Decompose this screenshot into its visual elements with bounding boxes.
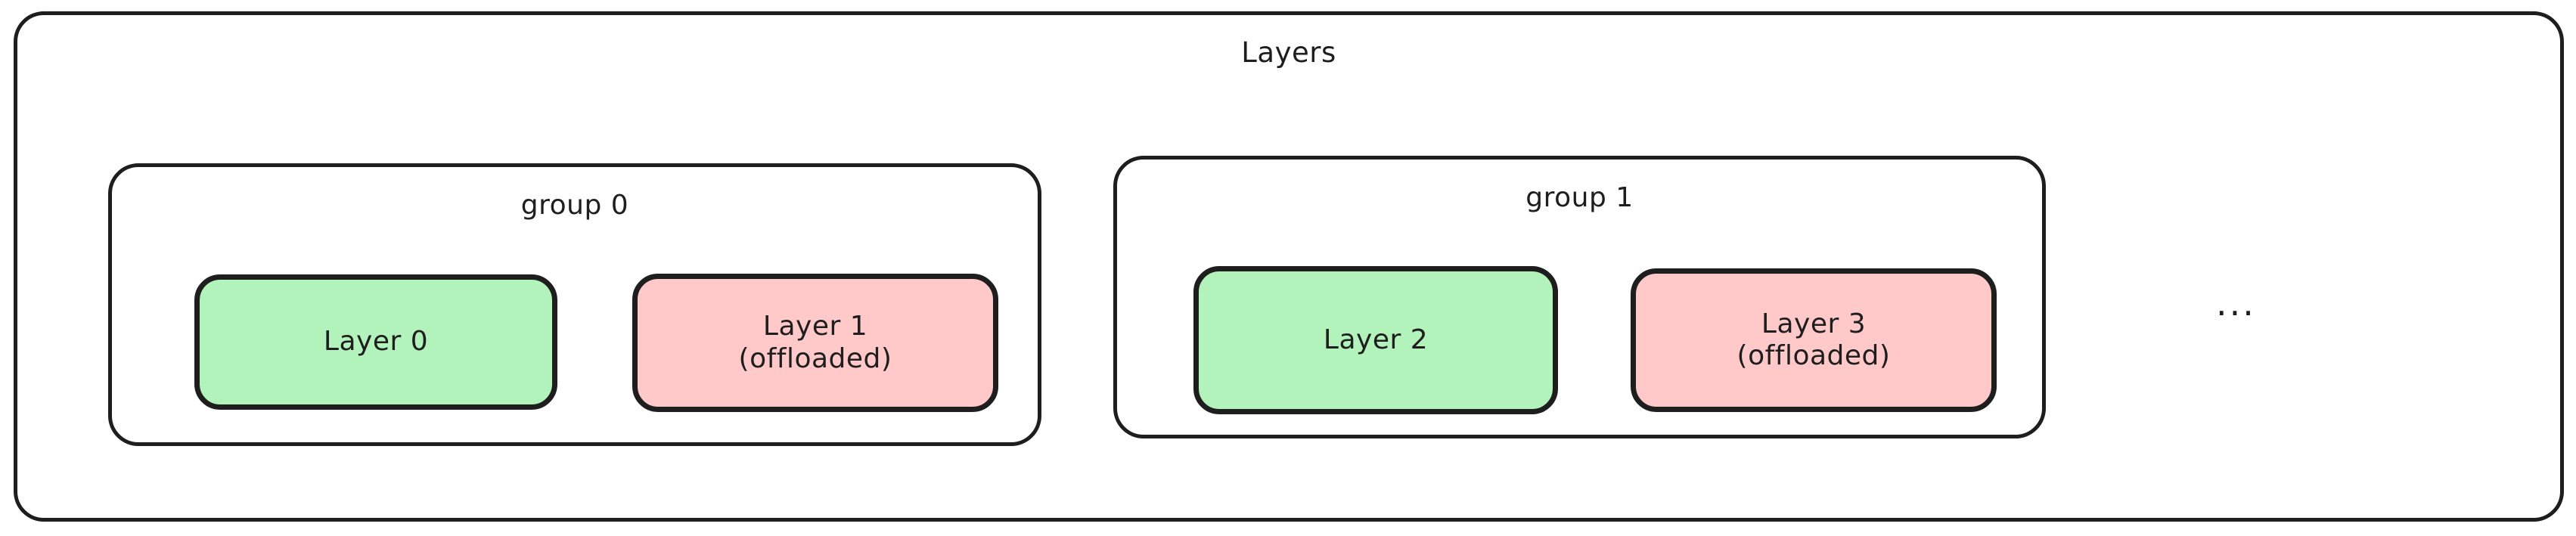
layer-box-label: Layer 2 — [1323, 324, 1429, 355]
layer-box-layer-1[interactable]: Layer 1 (offloaded) — [632, 274, 998, 412]
group-0-label: group 0 — [520, 190, 629, 221]
group-1-label: group 1 — [1525, 182, 1634, 213]
layer-box-label: Layer 1 (offloaded) — [738, 311, 892, 374]
layers-container[interactable]: Layers — [14, 11, 2564, 522]
layer-box-label: Layer 3 (offloaded) — [1736, 308, 1891, 371]
layer-box-layer-3[interactable]: Layer 3 (offloaded) — [1631, 268, 1997, 412]
layer-box-label: Layer 0 — [323, 326, 429, 358]
layer-box-layer-2[interactable]: Layer 2 — [1193, 266, 1558, 414]
layers-title: Layers — [1241, 36, 1336, 69]
group-0-container[interactable]: group 0 — [108, 163, 1041, 446]
group-1-container[interactable]: group 1 — [1113, 156, 2046, 438]
continuation-ellipsis: ... — [2216, 283, 2256, 324]
layer-box-layer-0[interactable]: Layer 0 — [194, 274, 557, 410]
